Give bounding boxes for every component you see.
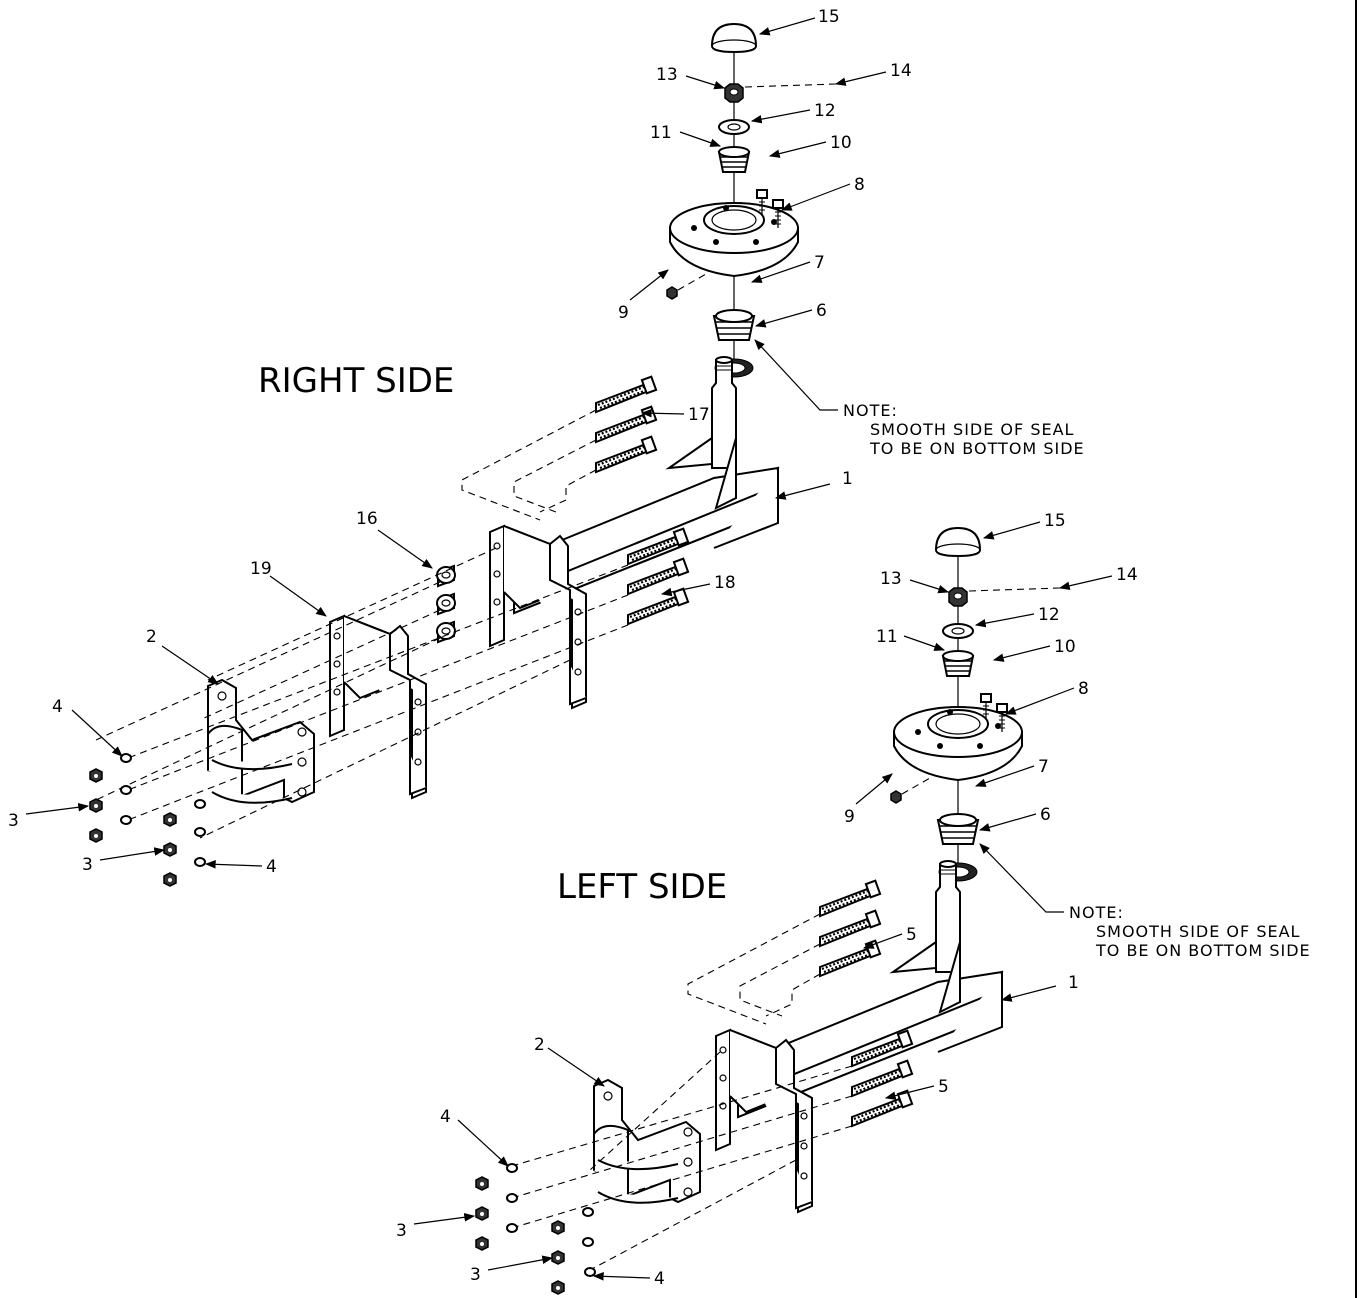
left-note-title: NOTE: xyxy=(1069,903,1124,922)
right-hub-assembly xyxy=(666,23,799,378)
left-nut xyxy=(475,1236,489,1251)
left-callout: 2 xyxy=(534,1035,545,1055)
right-callout: 4 xyxy=(266,857,277,877)
right-callout: 13 xyxy=(656,65,678,85)
left-bolt-5b xyxy=(818,909,882,948)
right-callout: 6 xyxy=(816,301,827,321)
left-nut xyxy=(551,1220,565,1235)
right-callout: 11 xyxy=(650,123,672,143)
right-callout: 3 xyxy=(82,855,93,875)
right-nut xyxy=(163,812,177,827)
left-note-line1: SMOOTH SIDE OF SEAL xyxy=(1096,922,1300,941)
right-callout: 15 xyxy=(818,7,840,27)
right-nut xyxy=(163,842,177,857)
right-bolt-17c xyxy=(594,435,658,474)
left-callout: 5 xyxy=(906,925,917,945)
right-callout: 17 xyxy=(688,405,710,425)
left-hub-assembly xyxy=(890,527,1023,882)
right-lockwasher xyxy=(194,857,206,867)
right-callout: 12 xyxy=(814,101,836,121)
left-callout: 1 xyxy=(1068,973,1079,993)
right-callout: 14 xyxy=(890,61,912,81)
right-note-title: NOTE: xyxy=(843,401,898,420)
left-bolt-5f xyxy=(850,1089,914,1128)
right-lockwasher xyxy=(120,815,132,825)
right-callout: 7 xyxy=(814,253,825,273)
right-nut xyxy=(89,768,103,783)
right-callout: 1 xyxy=(842,469,853,489)
left-lockwasher xyxy=(582,1237,594,1247)
right-note-line1: SMOOTH SIDE OF SEAL xyxy=(870,420,1074,439)
left-note-line2: TO BE ON BOTTOM SIDE xyxy=(1095,941,1311,960)
left-callout: 4 xyxy=(654,1269,665,1289)
right-callout: 4 xyxy=(52,697,63,717)
left-callout: 11 xyxy=(876,627,898,647)
right-bracket-2 xyxy=(207,679,315,804)
left-lockwasher xyxy=(506,1163,518,1173)
right-lockwasher xyxy=(120,785,132,795)
left-nut xyxy=(475,1176,489,1191)
left-lockwasher xyxy=(582,1207,594,1217)
right-lockwasher xyxy=(194,827,206,837)
left-lockwasher xyxy=(506,1193,518,1203)
left-nut xyxy=(551,1280,565,1295)
right-callout: 16 xyxy=(356,509,378,529)
right-bolt-18c xyxy=(626,587,690,626)
right-side-view: RIGHT SIDE NOTE: SMOOTH SIDE OF SEAL TO … xyxy=(8,7,1085,887)
left-lockwasher xyxy=(584,1267,596,1277)
right-note-line2: TO BE ON BOTTOM SIDE xyxy=(869,439,1085,458)
right-callout: 18 xyxy=(714,573,736,593)
sheet-border xyxy=(1355,0,1357,1298)
left-callout: 3 xyxy=(396,1221,407,1241)
left-callout: 12 xyxy=(1038,605,1060,625)
right-bushing-16c xyxy=(436,621,456,643)
right-bolt-17b xyxy=(594,405,658,444)
right-bolt-17a xyxy=(594,375,658,414)
right-callout: 9 xyxy=(618,303,629,323)
left-callout: 8 xyxy=(1078,679,1089,699)
left-callout: 4 xyxy=(440,1107,451,1127)
right-lockwasher xyxy=(120,753,132,763)
right-plate-19 xyxy=(329,615,427,799)
right-lockwasher xyxy=(194,799,206,809)
right-bushing-16b xyxy=(436,593,456,615)
left-callout: 10 xyxy=(1054,637,1076,657)
left-callout: 6 xyxy=(1040,805,1051,825)
left-bolt-5a xyxy=(818,879,882,918)
left-callout: 5 xyxy=(938,1077,949,1097)
right-nut xyxy=(89,828,103,843)
right-nut xyxy=(89,798,103,813)
right-callout: 10 xyxy=(830,133,852,153)
right-bushing-16a xyxy=(436,565,456,587)
left-bracket-2 xyxy=(593,1079,701,1204)
left-callout: 15 xyxy=(1044,511,1066,531)
right-callout: 19 xyxy=(250,559,272,579)
left-lockwasher xyxy=(506,1223,518,1233)
left-callout: 7 xyxy=(1038,757,1049,777)
right-side-heading: RIGHT SIDE xyxy=(258,361,454,401)
right-callout: 3 xyxy=(8,811,19,831)
left-callout: 9 xyxy=(844,807,855,827)
right-nut xyxy=(163,872,177,887)
right-callout: 8 xyxy=(854,175,865,195)
left-nut xyxy=(551,1250,565,1265)
left-side-view: LEFT SIDE NOTE: SMOOTH SIDE OF SEAL TO B… xyxy=(396,511,1311,1295)
right-callout: 2 xyxy=(146,627,157,647)
left-side-heading: LEFT SIDE xyxy=(557,867,727,907)
left-callout: 3 xyxy=(470,1265,481,1285)
left-callout: 13 xyxy=(880,569,902,589)
left-callout: 14 xyxy=(1116,565,1138,585)
left-nut xyxy=(475,1206,489,1221)
